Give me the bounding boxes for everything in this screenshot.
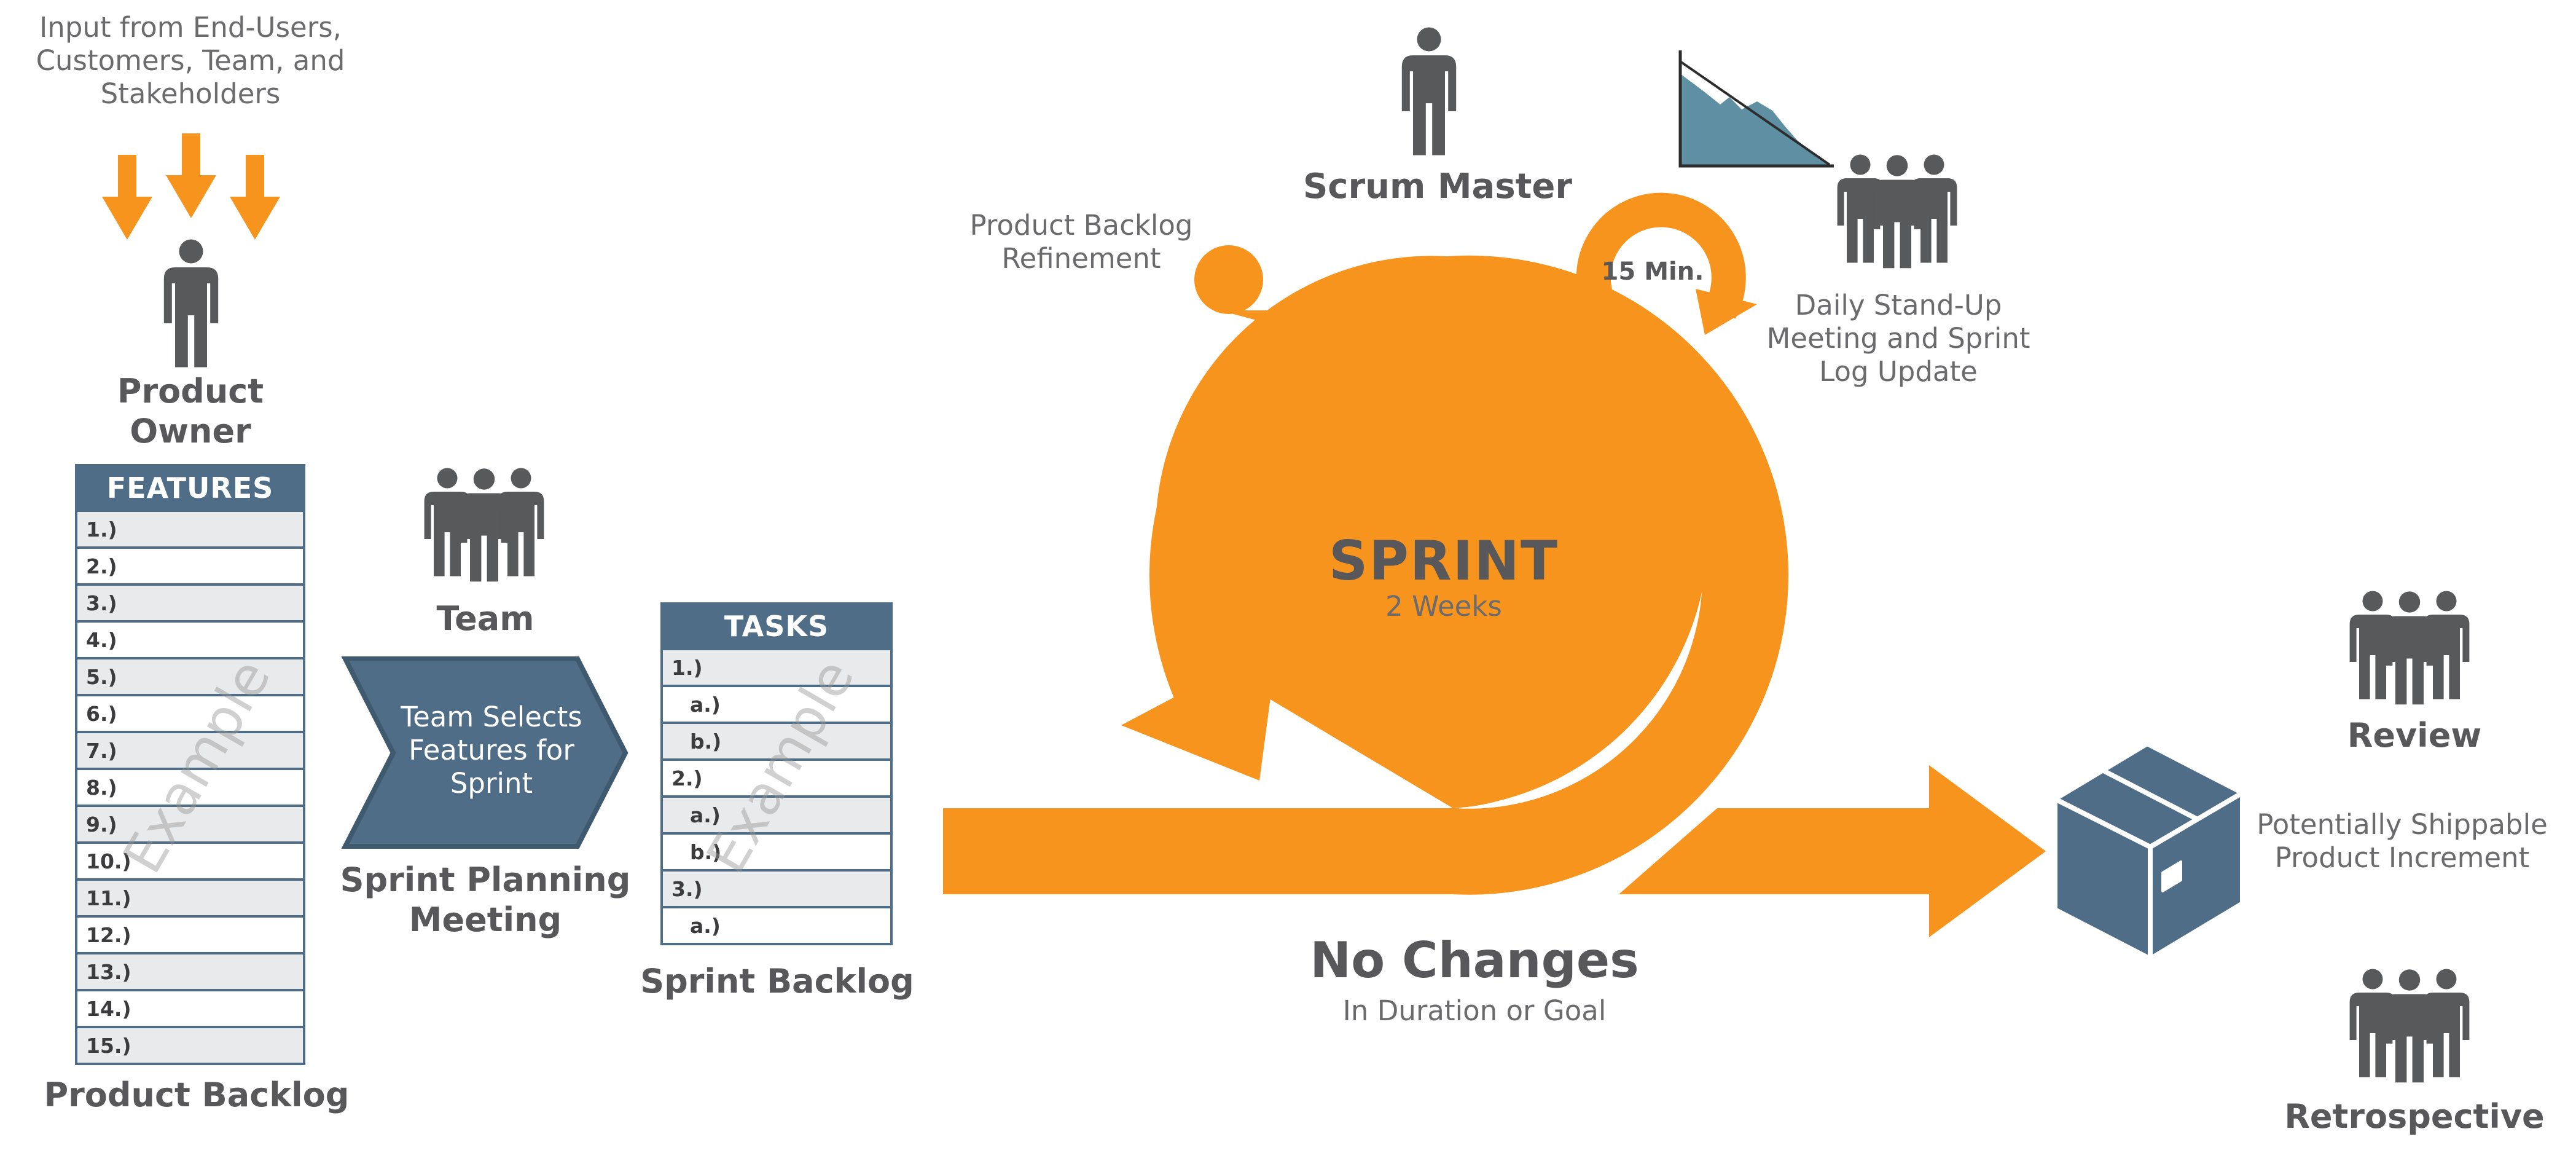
tasks-row: 3.) [663, 869, 890, 906]
team-selects-chevron [341, 656, 628, 849]
features-rows: 1.)2.)3.)4.)5.)6.)7.)8.)9.)10.)11.)12.)1… [77, 510, 303, 1063]
sprint-cycle-ring [943, 255, 1788, 895]
team-label: Team [436, 599, 534, 638]
input-arrows-icon [102, 133, 280, 240]
input-line-2: Customers, Team, and [36, 44, 345, 77]
review-label: Review [2347, 716, 2482, 755]
output-arrow [1619, 765, 2046, 937]
refinement-label: Product Backlog Refinement [969, 209, 1193, 275]
product-increment-box-icon [2053, 741, 2245, 961]
increment-label: Potentially Shippable Product Increment [2257, 808, 2548, 874]
scrum-master-label: Scrum Master [1302, 167, 1573, 207]
refinement-droplet-icon [1194, 245, 1269, 323]
features-row: 8.) [77, 768, 303, 805]
team-people-icon [424, 468, 544, 582]
sprint-backlog-label: Sprint Backlog [640, 962, 914, 1001]
tasks-rows: 1.)a.)b.)2.)a.)b.)3.)a.) [663, 648, 890, 943]
tasks-row: 1.) [663, 648, 890, 685]
features-row: 15.) [77, 1026, 303, 1063]
review-team-people-icon [2349, 591, 2470, 705]
tasks-row: a.) [663, 906, 890, 943]
input-sources-text: Input from End-Users, Customers, Team, a… [12, 11, 369, 111]
features-row: 10.) [77, 841, 303, 878]
features-table: FEATURES 1.)2.)3.)4.)5.)6.)7.)8.)9.)10.)… [75, 464, 305, 1065]
features-row: 14.) [77, 989, 303, 1026]
retrospective-team-people-icon [2349, 969, 2470, 1083]
standup-team-people-icon [1837, 154, 1957, 269]
tasks-header: TASKS [663, 605, 890, 648]
product-owner-person-icon [163, 239, 219, 368]
features-row: 12.) [77, 915, 303, 952]
sprint-duration: 2 Weeks [1385, 590, 1502, 623]
scrum-master-person-icon [1401, 27, 1457, 155]
sprint-title: SPRINT [1328, 529, 1559, 592]
standup-loop-arrow [1576, 192, 1757, 335]
features-row: 4.) [77, 620, 303, 657]
features-row: 2.) [77, 546, 303, 583]
features-row: 5.) [77, 657, 303, 694]
tasks-row: b.) [663, 722, 890, 758]
features-row: 13.) [77, 952, 303, 989]
features-row: 6.) [77, 694, 303, 731]
product-backlog-label: Product Backlog [44, 1076, 350, 1114]
retrospective-label: Retrospective [2284, 1097, 2545, 1136]
tasks-table: TASKS 1.)a.)b.)2.)a.)b.)3.)a.) [660, 602, 893, 945]
features-header: FEATURES [77, 466, 303, 510]
standup-minutes-label: 15 Min. [1601, 258, 1704, 286]
burndown-chart-icon [1678, 50, 1834, 168]
product-owner-label: Product Owner [117, 372, 264, 451]
features-row: 1.) [77, 510, 303, 546]
tasks-row: a.) [663, 685, 890, 722]
sprint-planning-label: Sprint Planning Meeting [340, 860, 631, 939]
no-changes-subtitle: In Duration or Goal [1342, 994, 1607, 1027]
tasks-row: 2.) [663, 758, 890, 795]
features-row: 9.) [77, 805, 303, 841]
chevron-text: Team Selects Features for Sprint [401, 701, 582, 800]
tasks-row: a.) [663, 795, 890, 832]
no-changes-title: No Changes [1310, 932, 1639, 989]
features-row: 11.) [77, 878, 303, 915]
input-line-3: Stakeholders [100, 77, 281, 110]
features-row: 7.) [77, 731, 303, 768]
standup-label: Daily Stand-Up Meeting and Sprint Log Up… [1766, 289, 2030, 388]
features-row: 3.) [77, 583, 303, 620]
tasks-row: b.) [663, 832, 890, 869]
input-line-1: Input from End-Users, [39, 11, 342, 44]
